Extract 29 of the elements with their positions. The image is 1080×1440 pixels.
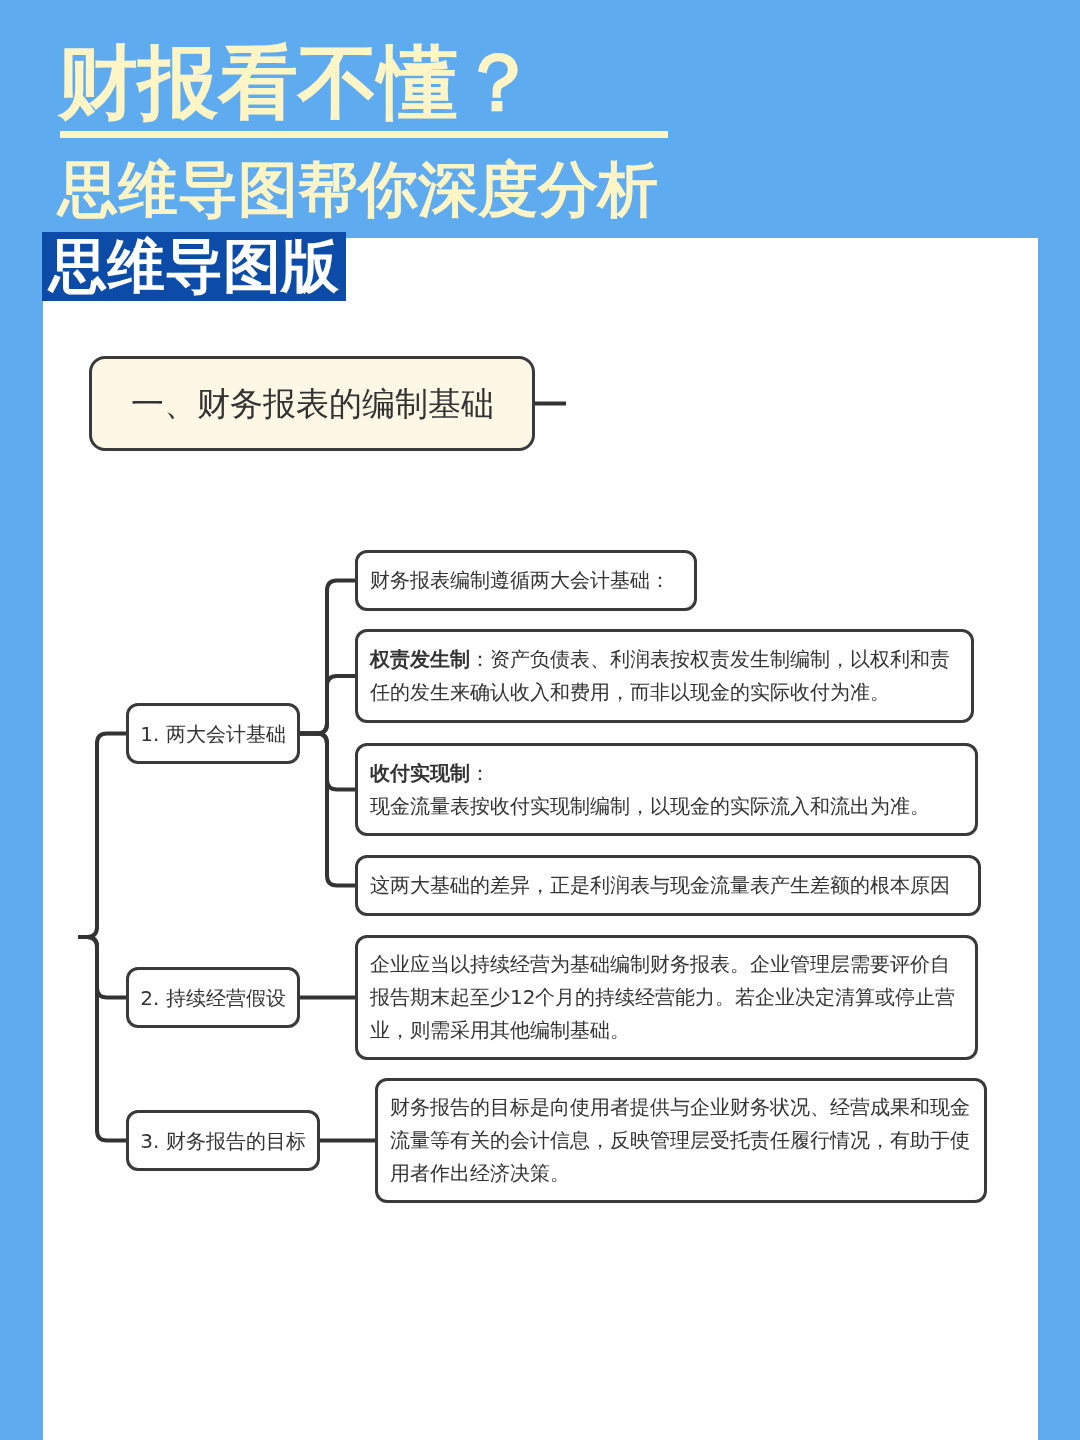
note-box	[355, 550, 697, 611]
note-heading: 收付实现制：	[370, 759, 491, 787]
title-badge: 思维导图版	[42, 232, 346, 301]
note-text: 财务报告的目标是向使用者提供与企业财务状况、经营成果和现金流量等有关的会计信息，反映管理层受托责任履行情况，有助于使用者作出经济决策。	[390, 1094, 971, 1187]
note-box	[355, 855, 981, 916]
note-text: 企业应当以持续经营为基础编制财务报表。企业管理层需要评价自报告期末起至少12个月的持续经营能力。若企业决定清算或停止营业，则需采用其他编制基础。	[370, 951, 957, 1044]
title: 财报看不懂？	[58, 36, 538, 130]
note-box	[355, 629, 974, 723]
note-text: 现金流量表按收付实现制编制，以现金的实际流入和流出为准。	[370, 792, 931, 820]
branch-box	[126, 703, 300, 764]
branch-text: 3. 财务报告的目标	[140, 1127, 306, 1155]
connector-line	[535, 401, 566, 406]
branch-text: 1. 两大会计基础	[140, 720, 286, 748]
connector-line	[320, 1138, 375, 1143]
note-text: 权责发生制：资产负债表、利润表按权责发生制编制，以权利和责任的发生来确认收入和费用，而非以现金的实际收付为准。	[370, 646, 951, 706]
subtitle: 思维导图帮你深度分析	[58, 153, 658, 225]
branch-box	[126, 967, 300, 1028]
branch-text: 2. 持续经营假设	[140, 984, 286, 1012]
note-text: 这两大基础的差异，正是利润表与现金流量表产生差额的根本原因	[370, 872, 951, 899]
note-text: 财务报表编制遵循两大会计基础：	[370, 567, 671, 594]
note-box	[355, 743, 978, 836]
note-box	[355, 935, 978, 1060]
note-box	[375, 1078, 987, 1203]
topic-text: 一、财务报表的编制基础	[130, 383, 494, 424]
connector-line	[300, 995, 355, 1000]
branch-box	[126, 1110, 320, 1171]
topic-box	[89, 356, 535, 451]
connector-line	[300, 731, 355, 888]
connector-line	[78, 935, 126, 1143]
